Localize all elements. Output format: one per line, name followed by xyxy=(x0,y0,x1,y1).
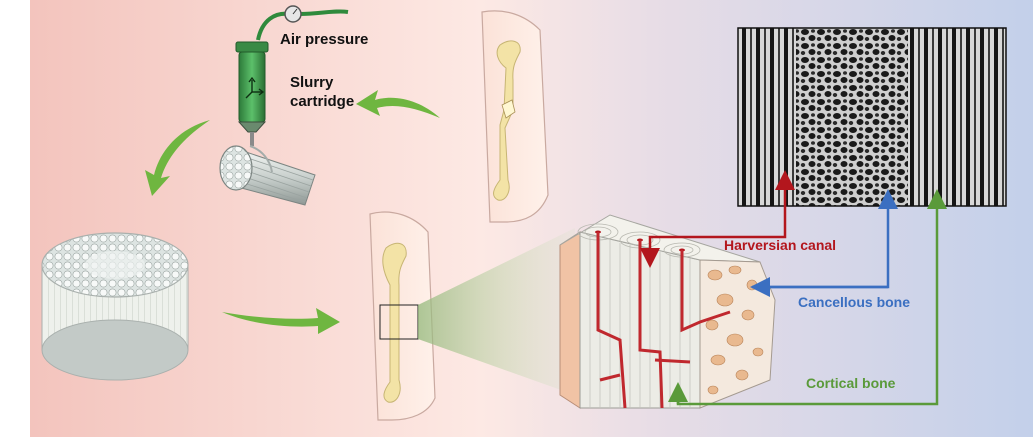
cortical-bone-label: Cortical bone xyxy=(806,375,896,391)
leg-with-implant xyxy=(369,211,436,421)
fractured-femur xyxy=(493,40,521,201)
flow-arrows xyxy=(145,90,440,334)
ct-scan-image xyxy=(737,27,1007,207)
healing-femur xyxy=(382,242,407,403)
printing-head xyxy=(219,5,349,206)
harversian-canal-label: Harversian canal xyxy=(724,237,836,253)
bone-cross-section xyxy=(559,214,776,409)
air-hose-tail xyxy=(299,9,349,16)
blood-vessels xyxy=(596,232,731,409)
axes-icon xyxy=(245,76,265,99)
flow-arrow-to-scaffold xyxy=(145,120,210,196)
leg-with-fracture xyxy=(481,10,549,223)
cartridge-taper xyxy=(237,121,267,133)
slurry-label-line2: cartridge xyxy=(290,93,354,110)
extruded-filament-bundle xyxy=(219,145,316,206)
cartridge-cap xyxy=(235,41,269,53)
slurry-label-line1: Slurry xyxy=(290,74,334,91)
flow-arrow-to-cartridge xyxy=(356,90,440,118)
air-pressure-label: Air pressure xyxy=(280,31,368,48)
zoom-cone xyxy=(418,228,575,395)
cancellous-bone-label: Cancellous bone xyxy=(798,294,910,310)
flow-arrow-to-implant xyxy=(222,308,340,334)
nozzle xyxy=(250,132,254,146)
printed-scaffold xyxy=(41,232,189,381)
fracture-site xyxy=(501,99,516,119)
harversian-leader-arrow xyxy=(648,170,795,258)
